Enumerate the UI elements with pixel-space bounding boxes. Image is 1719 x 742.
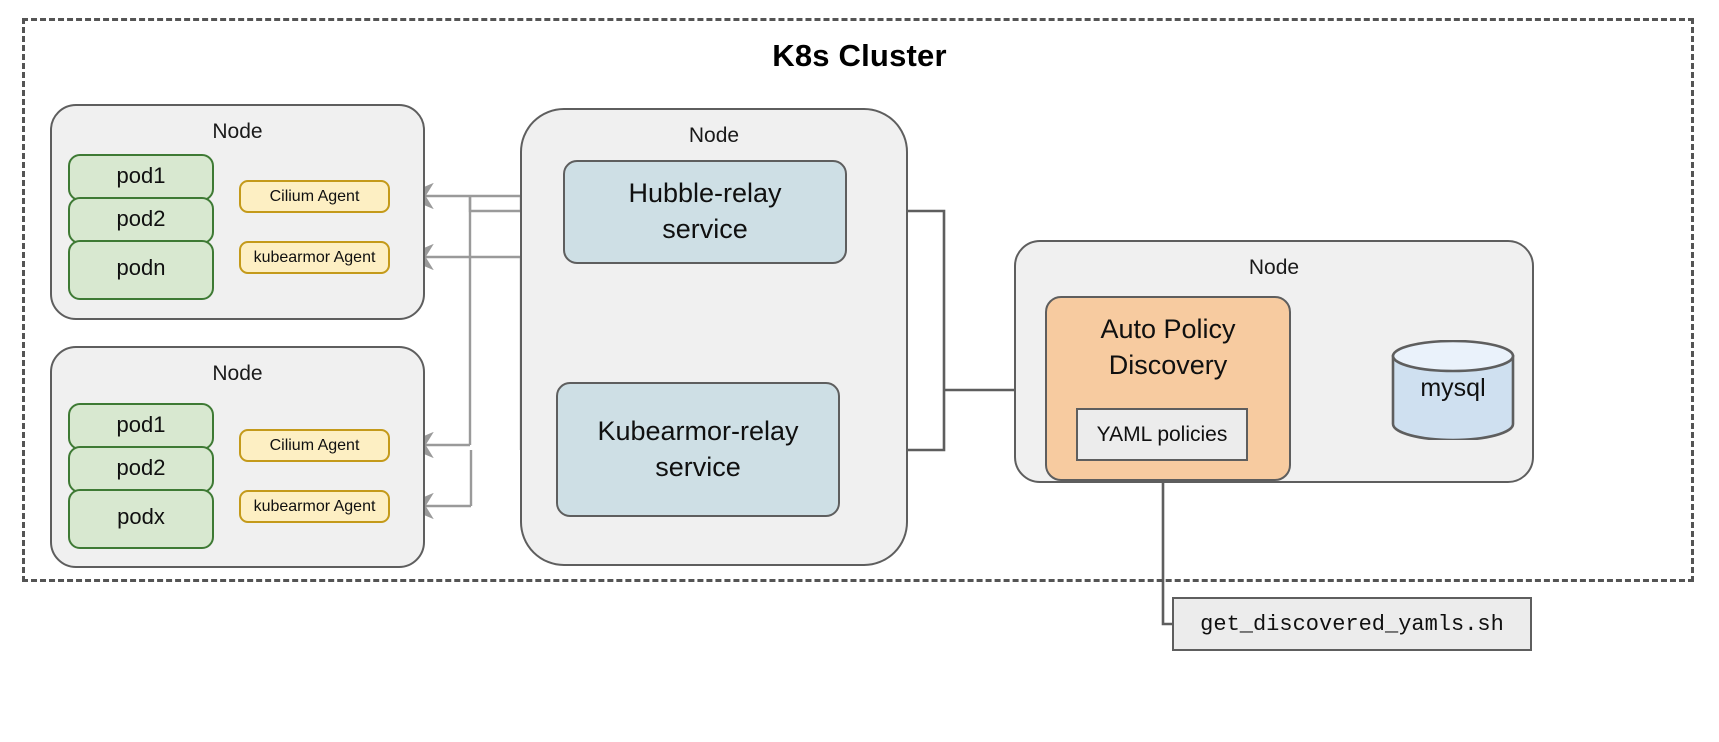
yaml-policies-box: YAML policies [1076,408,1248,461]
pod-item: podx [68,489,214,549]
agent-kubearmor: kubearmor Agent [239,241,390,274]
service-name-line2: service [662,214,748,244]
auto-policy-discovery-box: Auto Policy Discovery YAML policies [1045,296,1291,481]
service-kubearmor-relay: Kubearmor-relay service [556,382,840,517]
service-hubble-relay: Hubble-relay service [563,160,847,264]
agent-cilium: Cilium Agent [239,429,390,462]
pod-item: pod2 [68,197,214,244]
apd-line2: Discovery [1108,349,1228,380]
auto-policy-discovery-label: Auto Policy Discovery [1047,312,1289,383]
node-label: Node [212,120,263,143]
k8s-cluster-boundary [22,18,1694,582]
agent-kubearmor: kubearmor Agent [239,490,390,523]
pod-item: pod2 [68,446,214,493]
service-name-line1: Kubearmor-relay [597,415,799,446]
service-name-line1: Hubble-relay [628,178,782,209]
script-note: get_discovered_yamls.sh [1172,597,1532,651]
pod-item: podn [68,240,214,300]
node-label: Node [212,362,263,385]
database-cylinder-icon [1391,339,1515,442]
pod-item: pod1 [68,154,214,201]
node-label: Node [688,124,740,147]
mysql-database: mysql [1390,339,1516,442]
cluster-title: K8s Cluster [772,38,947,73]
service-name-line2: service [655,451,741,482]
mysql-label: mysql [1420,374,1486,402]
node-label: Node [1248,256,1300,279]
agent-cilium: Cilium Agent [239,180,390,213]
pod-item: pod1 [68,403,214,450]
apd-line1: Auto Policy [1100,314,1236,344]
